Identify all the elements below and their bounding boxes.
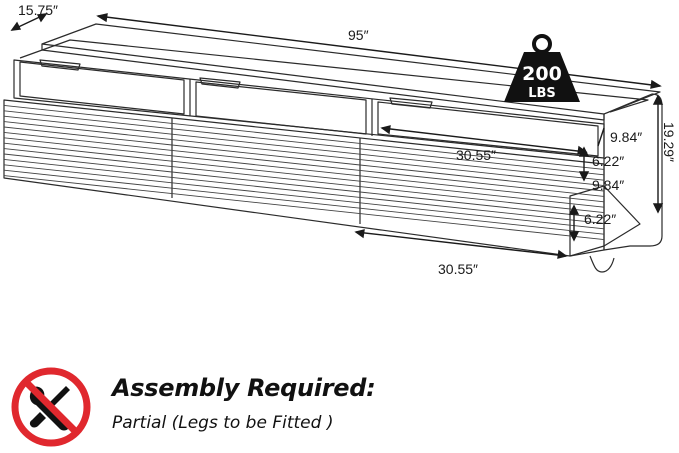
slat-line <box>171 122 361 144</box>
upper-drawer-front-3 <box>377 101 599 157</box>
depth-label: 15.75″ <box>18 2 58 18</box>
slat-line <box>3 164 173 184</box>
slat-line <box>3 169 173 189</box>
slat-line <box>3 153 173 173</box>
slat-line <box>171 139 361 161</box>
slat-line <box>359 191 605 219</box>
weight-icon <box>504 34 580 102</box>
slat-line <box>3 158 173 178</box>
slat-line <box>359 148 605 176</box>
upper-drawer-front-2 <box>195 81 367 135</box>
slat-line <box>359 207 605 235</box>
slat-line <box>359 175 605 203</box>
slat-line <box>3 175 173 195</box>
slat-line <box>359 202 605 230</box>
slat-line <box>171 166 361 188</box>
upper-drawer-depth-label: 9.84″ <box>610 129 642 145</box>
lower-drawer-width-label: 30.55″ <box>438 261 478 277</box>
slat-line <box>171 193 361 215</box>
slat-line <box>359 196 605 224</box>
handle-2 <box>199 77 241 89</box>
handle-1 <box>39 59 81 71</box>
slat-line <box>359 159 605 187</box>
slat-line <box>359 213 605 241</box>
right-side-panel <box>603 93 663 251</box>
upper-drawer-width-label: 30.55″ <box>456 147 496 163</box>
length-arrow <box>97 15 661 87</box>
lower-body <box>3 99 605 257</box>
slat-line <box>171 128 361 150</box>
slat-line <box>171 149 361 171</box>
slat-line <box>171 133 361 155</box>
slat-line <box>171 182 361 204</box>
upper-drawer-front-1 <box>19 61 185 115</box>
leg <box>589 255 615 273</box>
slat-line <box>359 142 605 170</box>
slat-line <box>171 160 361 182</box>
slat-line <box>3 142 173 162</box>
no-tools-icon <box>11 367 91 447</box>
weight-value: 200 <box>522 63 562 85</box>
slat-line <box>359 164 605 192</box>
open-lower-drawer <box>569 185 641 257</box>
upper-width-arrow <box>381 127 587 153</box>
slat-line <box>3 131 173 151</box>
slat-line <box>3 126 173 146</box>
slat-line <box>359 169 605 197</box>
upper-depth-arrow <box>597 127 605 147</box>
rear-rail <box>19 39 649 113</box>
handle-3 <box>389 97 433 109</box>
slat-line <box>359 186 605 214</box>
slat-line <box>359 180 605 208</box>
lower-drawer-height-label: 6.22″ <box>584 211 616 227</box>
slat-line <box>3 115 173 135</box>
slat-line <box>171 187 361 209</box>
slat-line <box>3 121 173 141</box>
slat-line <box>171 171 361 193</box>
slat-line <box>171 155 361 177</box>
slat-line <box>3 104 173 124</box>
slat-line <box>171 144 361 166</box>
lower-drawer-depth-label: 9.84″ <box>592 177 624 193</box>
lower-width-arrow <box>355 231 567 257</box>
slat-line <box>3 110 173 130</box>
top-surface <box>41 23 661 115</box>
slat-line <box>171 176 361 198</box>
upper-drawer-height-label: 6.22″ <box>592 153 624 169</box>
height-label: 19.29″ <box>661 122 677 162</box>
slat-line <box>3 148 173 168</box>
slat-line <box>359 153 605 181</box>
weight-unit: LBS <box>528 86 556 101</box>
length-label: 95″ <box>348 27 369 43</box>
slat-line <box>3 137 173 157</box>
assembly-subtitle: Partial (Legs to be Fitted ) <box>112 413 334 433</box>
assembly-title: Assembly Required: <box>112 374 376 402</box>
